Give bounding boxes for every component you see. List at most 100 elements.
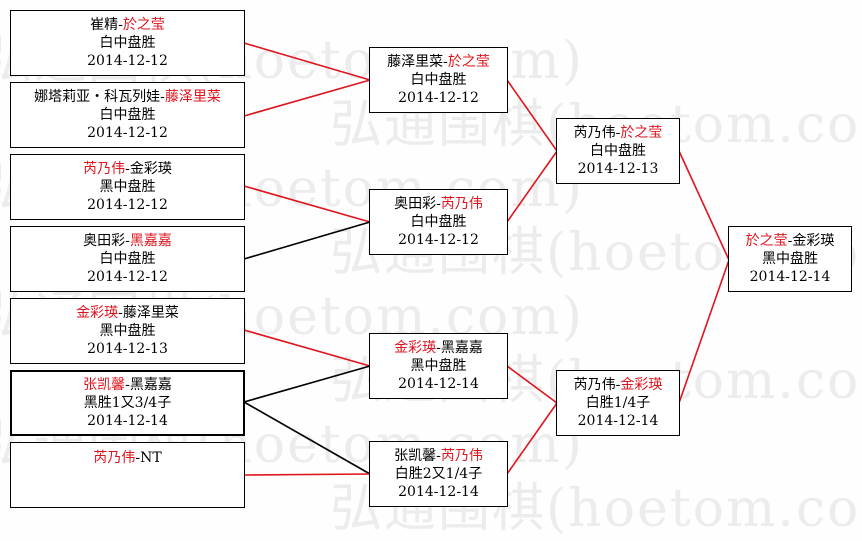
match-box-r1-6: 张凯馨-黑嘉嘉 黑胜1又3/4子 2014-12-14 [10, 370, 245, 436]
match-box-r1-5: 金彩瑛-藤泽里菜 黑中盘胜 2014-12-13 [10, 298, 245, 364]
match-players: 张凯馨-黑嘉嘉 [83, 376, 172, 394]
player-2-winner: 於之莹 [447, 54, 490, 70]
vs-separator: - [443, 54, 448, 70]
match-date: 2014-12-14 [398, 376, 479, 392]
player-1: 张凯馨 [394, 448, 437, 464]
connector-line [243, 185, 371, 223]
connector-line [243, 401, 371, 475]
match-players: 於之莹-金彩瑛 [746, 232, 835, 250]
player-2-winner: 芮乃伟 [440, 196, 483, 212]
player-1-winner: 於之莹 [745, 233, 788, 249]
match-date: 2014-12-12 [87, 269, 168, 285]
match-date: 2014-12-12 [87, 125, 168, 141]
connector-lines [243, 42, 730, 476]
bracket-connectors [243, 42, 730, 476]
vs-separator: - [436, 196, 441, 212]
match-result: 白胜2又1/4子 [394, 466, 483, 482]
connector-line [678, 259, 730, 404]
player-2: 黑嘉嘉 [129, 377, 172, 393]
vs-separator: - [615, 125, 621, 141]
match-box-r1-4: 奥田彩-黑嘉嘉 白中盘胜 2014-12-12 [10, 226, 245, 292]
player-1-winner: 芮乃伟 [83, 161, 126, 177]
match-box-final: 於之莹-金彩瑛 黑中盘胜 2014-12-14 [728, 226, 852, 292]
match-players: 崔精-於之莹 [90, 16, 165, 34]
connector-line [243, 42, 371, 81]
connector-line [243, 473, 371, 476]
vs-separator: - [125, 161, 130, 177]
player-1-winner: 芮乃伟 [93, 450, 136, 466]
match-box-r3-1: 芮乃伟-於之莹 白中盘胜 2014-12-13 [556, 118, 680, 184]
match-box-r1-7: 芮乃伟-NT [10, 442, 245, 508]
vs-separator: - [118, 305, 123, 321]
match-date: 2014-12-12 [87, 197, 168, 213]
match-box-r1-1: 崔精-於之莹 白中盘胜 2014-12-12 [10, 10, 245, 76]
vs-separator: - [436, 340, 441, 356]
match-box-r2-2: 奥田彩-芮乃伟 白中盘胜 2014-12-12 [369, 189, 508, 255]
player-2: NT [140, 450, 162, 466]
match-result: 白中盘胜 [410, 214, 467, 230]
player-1: 娜塔莉亚・科瓦列娃 [34, 89, 161, 105]
player-2: 黑嘉嘉 [440, 340, 483, 356]
match-box-r1-2: 娜塔莉亚・科瓦列娃-藤泽里菜 白中盘胜 2014-12-12 [10, 82, 245, 148]
match-players: 金彩瑛-藤泽里菜 [76, 304, 179, 322]
player-1: 芮乃伟 [573, 125, 616, 141]
player-2: 金彩瑛 [129, 161, 172, 177]
player-1-winner: 金彩瑛 [76, 305, 119, 321]
vs-separator: - [125, 377, 130, 393]
match-date: 2014-12-14 [398, 484, 479, 500]
connector-line [506, 79, 558, 152]
player-1: 奥田彩 [394, 196, 437, 212]
player-1: 奥田彩 [83, 233, 126, 249]
vs-separator: - [787, 233, 793, 249]
match-players: 金彩瑛-黑嘉嘉 [394, 339, 483, 357]
connector-line [243, 365, 371, 403]
match-date: 2014-12-13 [87, 341, 168, 357]
player-2-winner: 於之莹 [620, 125, 663, 141]
vs-separator: - [125, 233, 130, 249]
connector-line [506, 365, 558, 404]
match-players: 张凯馨-芮乃伟 [394, 447, 483, 465]
vs-separator: - [135, 450, 141, 466]
match-box-r1-3: 芮乃伟-金彩瑛 黑中盘胜 2014-12-12 [10, 154, 245, 220]
player-1: 崔精 [90, 17, 119, 33]
connector-line [243, 221, 371, 260]
player-2-winner: 芮乃伟 [440, 448, 483, 464]
match-result: 白中盘胜 [590, 143, 646, 159]
match-players: 奥田彩-黑嘉嘉 [83, 232, 172, 250]
connector-line [506, 150, 558, 223]
match-date: 2014-12-14 [87, 413, 168, 429]
match-result: 白中盘胜 [410, 72, 467, 88]
match-players: 藤泽里菜-於之莹 [387, 53, 490, 71]
player-2: 金彩瑛 [792, 233, 835, 249]
player-2-winner: 於之莹 [122, 17, 165, 33]
match-box-r2-1: 藤泽里菜-於之莹 白中盘胜 2014-12-12 [369, 47, 508, 113]
match-result: 白中盘胜 [99, 107, 156, 123]
vs-separator: - [160, 89, 165, 105]
connector-line [243, 79, 371, 117]
match-players: 芮乃伟-於之莹 [574, 124, 663, 142]
match-date: 2014-12-14 [749, 269, 831, 285]
match-result: 白中盘胜 [99, 251, 156, 267]
player-2-winner: 藤泽里菜 [164, 89, 221, 105]
match-box-r2-3: 金彩瑛-黑嘉嘉 黑中盘胜 2014-12-14 [369, 333, 508, 399]
player-1-winner: 金彩瑛 [394, 340, 437, 356]
match-players: 奥田彩-芮乃伟 [394, 195, 483, 213]
match-result: 黑中盘胜 [762, 251, 818, 267]
match-players: 芮乃伟-金彩瑛 [574, 376, 663, 394]
match-players: 芮乃伟-NT [93, 449, 161, 467]
connector-line [506, 402, 558, 475]
match-players: 芮乃伟-金彩瑛 [83, 160, 172, 178]
connector-line [243, 329, 371, 367]
player-2-winner: 金彩瑛 [620, 377, 663, 393]
match-box-r2-4: 张凯馨-芮乃伟 白胜2又1/4子 2014-12-14 [369, 441, 508, 507]
match-players: 娜塔莉亚・科瓦列娃-藤泽里菜 [34, 88, 221, 106]
match-date: 2014-12-12 [398, 90, 479, 106]
match-result: 白中盘胜 [99, 35, 156, 51]
player-2-winner: 黑嘉嘉 [129, 233, 172, 249]
connector-line [678, 150, 730, 261]
match-result: 黑中盘胜 [410, 358, 467, 374]
player-2: 藤泽里菜 [122, 305, 179, 321]
vs-separator: - [615, 377, 621, 393]
match-result: 白胜1/4子 [585, 395, 651, 411]
match-result: 黑中盘胜 [99, 323, 156, 339]
